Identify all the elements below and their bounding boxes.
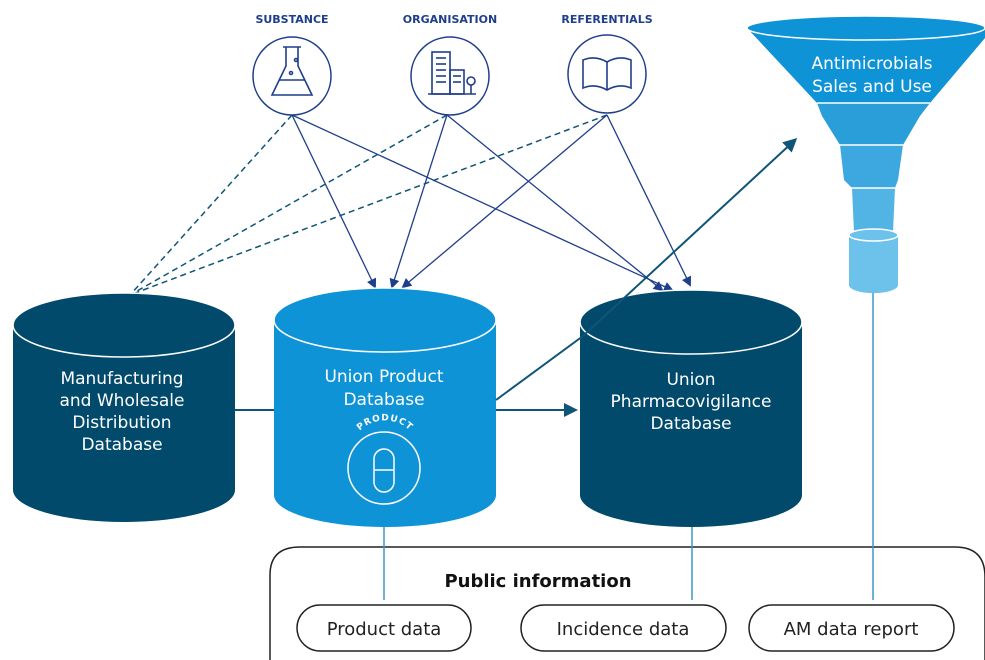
source-arrows	[291, 114, 691, 292]
pill-product-data: Product data	[296, 604, 472, 652]
pill-incidence-data: Incidence data	[520, 604, 727, 652]
funnel-label-2: Sales and Use	[812, 77, 932, 97]
pill-am-data-report: AM data report	[748, 604, 955, 652]
referentials-source: REFERENTIALS	[561, 13, 653, 114]
building-icon	[428, 51, 476, 95]
flask-icon	[270, 46, 314, 96]
pill-incidence-data-label: Incidence data	[557, 619, 690, 640]
union-pharmacovigilance-database	[579, 289, 803, 527]
referentials-label: REFERENTIALS	[561, 13, 652, 26]
pill-am-data-report-label: AM data report	[784, 619, 919, 640]
manufacturing-database	[12, 292, 236, 522]
pill-product-data-label: Product data	[327, 619, 442, 640]
mwd-label-4: Database	[81, 435, 162, 455]
funnel-label-1: Antimicrobials	[812, 54, 933, 74]
book-icon	[582, 57, 632, 91]
dashed-links-to-mwd	[129, 114, 608, 296]
antimicrobials-funnel	[746, 15, 985, 294]
upd-label-1: Union Product	[324, 367, 443, 387]
mwd-label-3: Distribution	[72, 413, 171, 433]
substance-source: SUBSTANCE	[252, 13, 332, 116]
upv-label-2: Pharmacovigilance	[611, 392, 772, 412]
organisation-label: ORGANISATION	[403, 13, 497, 26]
mwd-label-2: and Wholesale	[59, 391, 184, 411]
upd-label-2: Database	[343, 390, 424, 410]
public-information-title: Public information	[444, 571, 631, 592]
upv-label-3: Database	[650, 414, 731, 434]
arrow-upd-to-funnel	[495, 137, 798, 401]
public-information-frame	[269, 546, 985, 660]
mwd-label-1: Manufacturing	[60, 369, 183, 389]
organisation-source: ORGANISATION	[403, 13, 497, 116]
upv-label-1: Union	[666, 370, 715, 390]
substance-label: SUBSTANCE	[255, 13, 328, 26]
union-product-database	[273, 287, 497, 527]
